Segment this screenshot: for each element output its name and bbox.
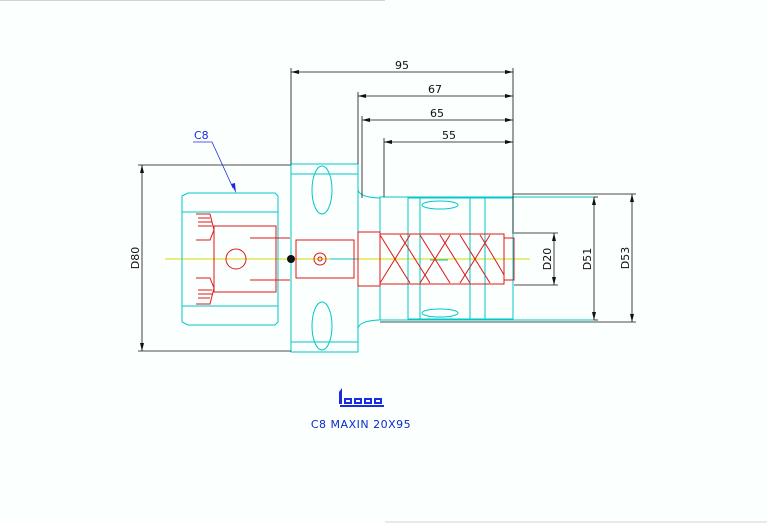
cutter-parts (196, 213, 515, 305)
callout-label: C8 (194, 129, 209, 142)
dim-d20: D20 (541, 248, 554, 270)
dimension-lines (138, 68, 636, 352)
dim-d80: D80 (129, 247, 142, 269)
dim-55: 55 (442, 129, 456, 142)
dim-95: 95 (395, 59, 409, 72)
part-name: C8 MAXIN 20X95 (311, 418, 411, 431)
center-mark (287, 255, 295, 263)
holder-outline (181, 163, 594, 353)
dim-65: 65 (430, 107, 444, 120)
dim-67: 67 (428, 83, 442, 96)
c8-callout: C8 (193, 129, 236, 193)
iscar-logo (339, 388, 384, 407)
dim-d51: D51 (581, 248, 594, 270)
dim-d53: D53 (619, 247, 632, 269)
dimension-arrows (140, 70, 634, 351)
